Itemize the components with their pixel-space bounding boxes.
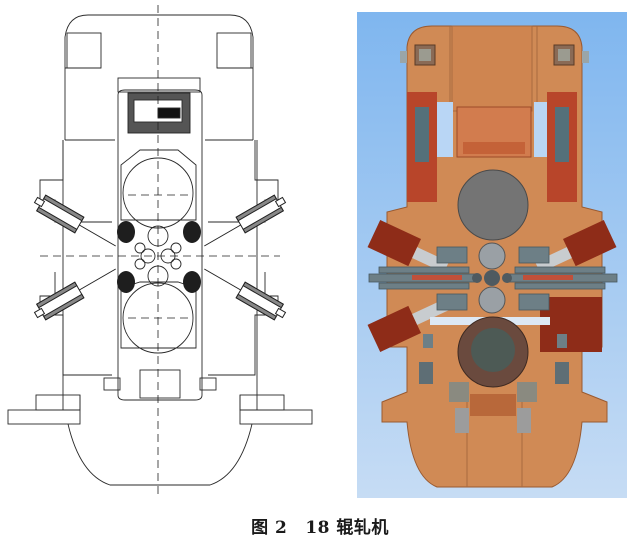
figure-caption: 图 2 18 辊轧机 xyxy=(0,513,640,538)
figure-title: 18 辊轧机 xyxy=(305,518,389,538)
mill-line-drawing xyxy=(7,5,313,495)
mill-3d-render xyxy=(357,12,627,498)
figure-number: 图 2 xyxy=(251,518,288,538)
